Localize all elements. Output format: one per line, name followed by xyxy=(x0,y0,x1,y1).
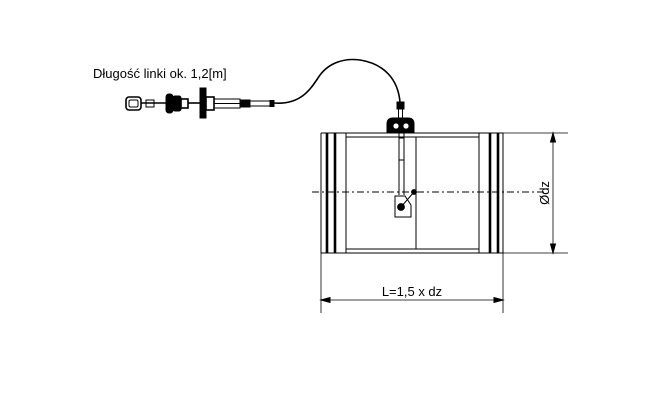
length-dimension xyxy=(319,253,505,313)
left-sealing-ring xyxy=(325,133,347,253)
bowden-cable xyxy=(273,58,401,104)
control-knob xyxy=(125,96,166,111)
top-bracket xyxy=(386,117,415,134)
cable-sleeve xyxy=(239,99,275,108)
cable-length-label: Długość linki ok. 1,2[m] xyxy=(93,66,227,81)
mounting-flange xyxy=(199,87,241,119)
hand-control-assembly xyxy=(125,87,275,119)
damper-lever xyxy=(394,189,417,218)
damper-body xyxy=(320,132,504,254)
diameter-dimension xyxy=(503,131,568,255)
diameter-label: Ødz xyxy=(537,181,552,205)
locking-nut xyxy=(165,93,200,114)
length-label: L=1,5 x dz xyxy=(382,284,442,299)
push-rod xyxy=(398,133,405,195)
right-sealing-ring xyxy=(478,133,500,253)
